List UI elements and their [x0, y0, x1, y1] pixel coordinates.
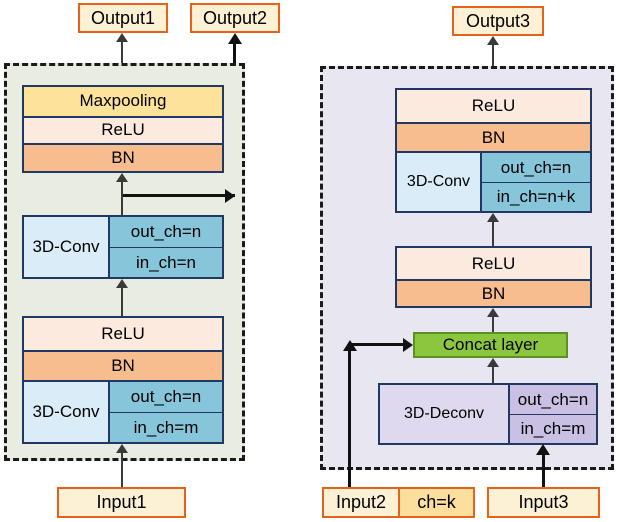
concat-layer-label: Concat layer	[442, 335, 539, 354]
deconv-module: 3D-Deconv out_ch=n in_ch=m	[378, 383, 598, 445]
conv2-out-ch: out_ch=n	[108, 217, 222, 247]
conv1-in-ch: in_ch=m	[108, 412, 222, 442]
arrowhead-output2	[228, 33, 242, 44]
input2-ch-label: ch=k	[398, 489, 473, 516]
connector-conv2-to-pool	[121, 182, 123, 215]
input2-box: Input2 ch=k	[322, 487, 475, 518]
arrowhead-input2-to-concat	[403, 338, 413, 352]
conv1-out-ch: out_ch=n	[108, 382, 222, 412]
output1-label: Output1	[80, 5, 166, 31]
pool-module: Maxpooling ReLU BN	[22, 85, 224, 173]
deconv-out-ch: out_ch=n	[508, 385, 596, 414]
conv3-bn-label: BN	[397, 124, 590, 151]
conv3-out-ch: out_ch=n	[480, 153, 590, 182]
output2-label: Output2	[192, 5, 278, 31]
norm-module: ReLU BN	[395, 246, 592, 308]
input1-box: Input1	[57, 487, 186, 518]
conv-module-1: ReLU BN 3D-Conv out_ch=n in_ch=m	[22, 316, 224, 444]
arrowhead-input2-riser	[343, 340, 357, 351]
conv3-in-ch: in_ch=n+k	[480, 182, 590, 211]
deconv-op-label: 3D-Deconv	[380, 385, 508, 443]
arrowhead-norm-to-conv3	[487, 213, 499, 222]
connector-input2-horizontal	[348, 343, 410, 346]
output1-box: Output1	[78, 3, 168, 33]
deconv-in-ch: in_ch=m	[508, 414, 596, 443]
concat-layer-box: Concat layer	[413, 332, 568, 358]
connector-conv1-to-conv2	[121, 288, 123, 316]
output3-box: Output3	[452, 6, 544, 36]
arrowhead-conv1-to-conv2	[116, 279, 128, 288]
arrowhead-conv2-to-pool	[116, 173, 128, 182]
conv1-op-label: 3D-Conv	[24, 382, 108, 442]
conv1-relu-label: ReLU	[24, 318, 222, 350]
maxpooling-label: Maxpooling	[24, 87, 222, 116]
input2-label: Input2	[324, 489, 398, 516]
relu-label: ReLU	[24, 117, 222, 144]
arrowhead-output3	[487, 36, 499, 45]
input3-box: Input3	[487, 487, 600, 518]
norm-bn-label: BN	[397, 281, 590, 306]
input1-label: Input1	[59, 489, 184, 516]
conv-module-2: 3D-Conv out_ch=n in_ch=n	[22, 215, 224, 279]
input3-label: Input3	[489, 489, 598, 516]
bn-label: BN	[24, 145, 222, 171]
conv3-op-label: 3D-Conv	[397, 153, 480, 211]
connector-input3-to-deconv	[542, 454, 545, 487]
arrowhead-input3	[536, 444, 550, 455]
conv-module-3: ReLU BN 3D-Conv out_ch=n in_ch=n+k	[395, 88, 592, 213]
connector-branch-horizontal	[121, 194, 235, 197]
arrowhead-concat-to-norm	[487, 308, 499, 317]
connector-deconv-to-concat	[492, 367, 494, 383]
norm-relu-label: ReLU	[397, 248, 590, 279]
output2-box: Output2	[190, 3, 280, 33]
conv1-bn-label: BN	[24, 352, 222, 380]
connector-concat-to-norm	[492, 317, 494, 332]
output3-label: Output3	[454, 8, 542, 34]
conv3-ch-column: out_ch=n in_ch=n+k	[480, 153, 590, 211]
arrowhead-input1	[116, 444, 128, 453]
connector-norm-to-conv3	[492, 222, 494, 246]
arrowhead-output1	[116, 33, 128, 42]
conv2-in-ch: in_ch=n	[108, 247, 222, 277]
connector-input1-to-conv1	[121, 453, 123, 487]
conv1-ch-column: out_ch=n in_ch=m	[108, 382, 222, 442]
connector-input2-vertical	[348, 350, 351, 487]
conv3-relu-label: ReLU	[397, 90, 590, 122]
conv2-op-label: 3D-Conv	[24, 217, 108, 277]
arrowhead-branch-right	[225, 189, 235, 203]
arrowhead-deconv-to-concat	[487, 358, 499, 367]
deconv-ch-column: out_ch=n in_ch=m	[508, 385, 596, 443]
conv2-ch-column: out_ch=n in_ch=n	[108, 217, 222, 277]
